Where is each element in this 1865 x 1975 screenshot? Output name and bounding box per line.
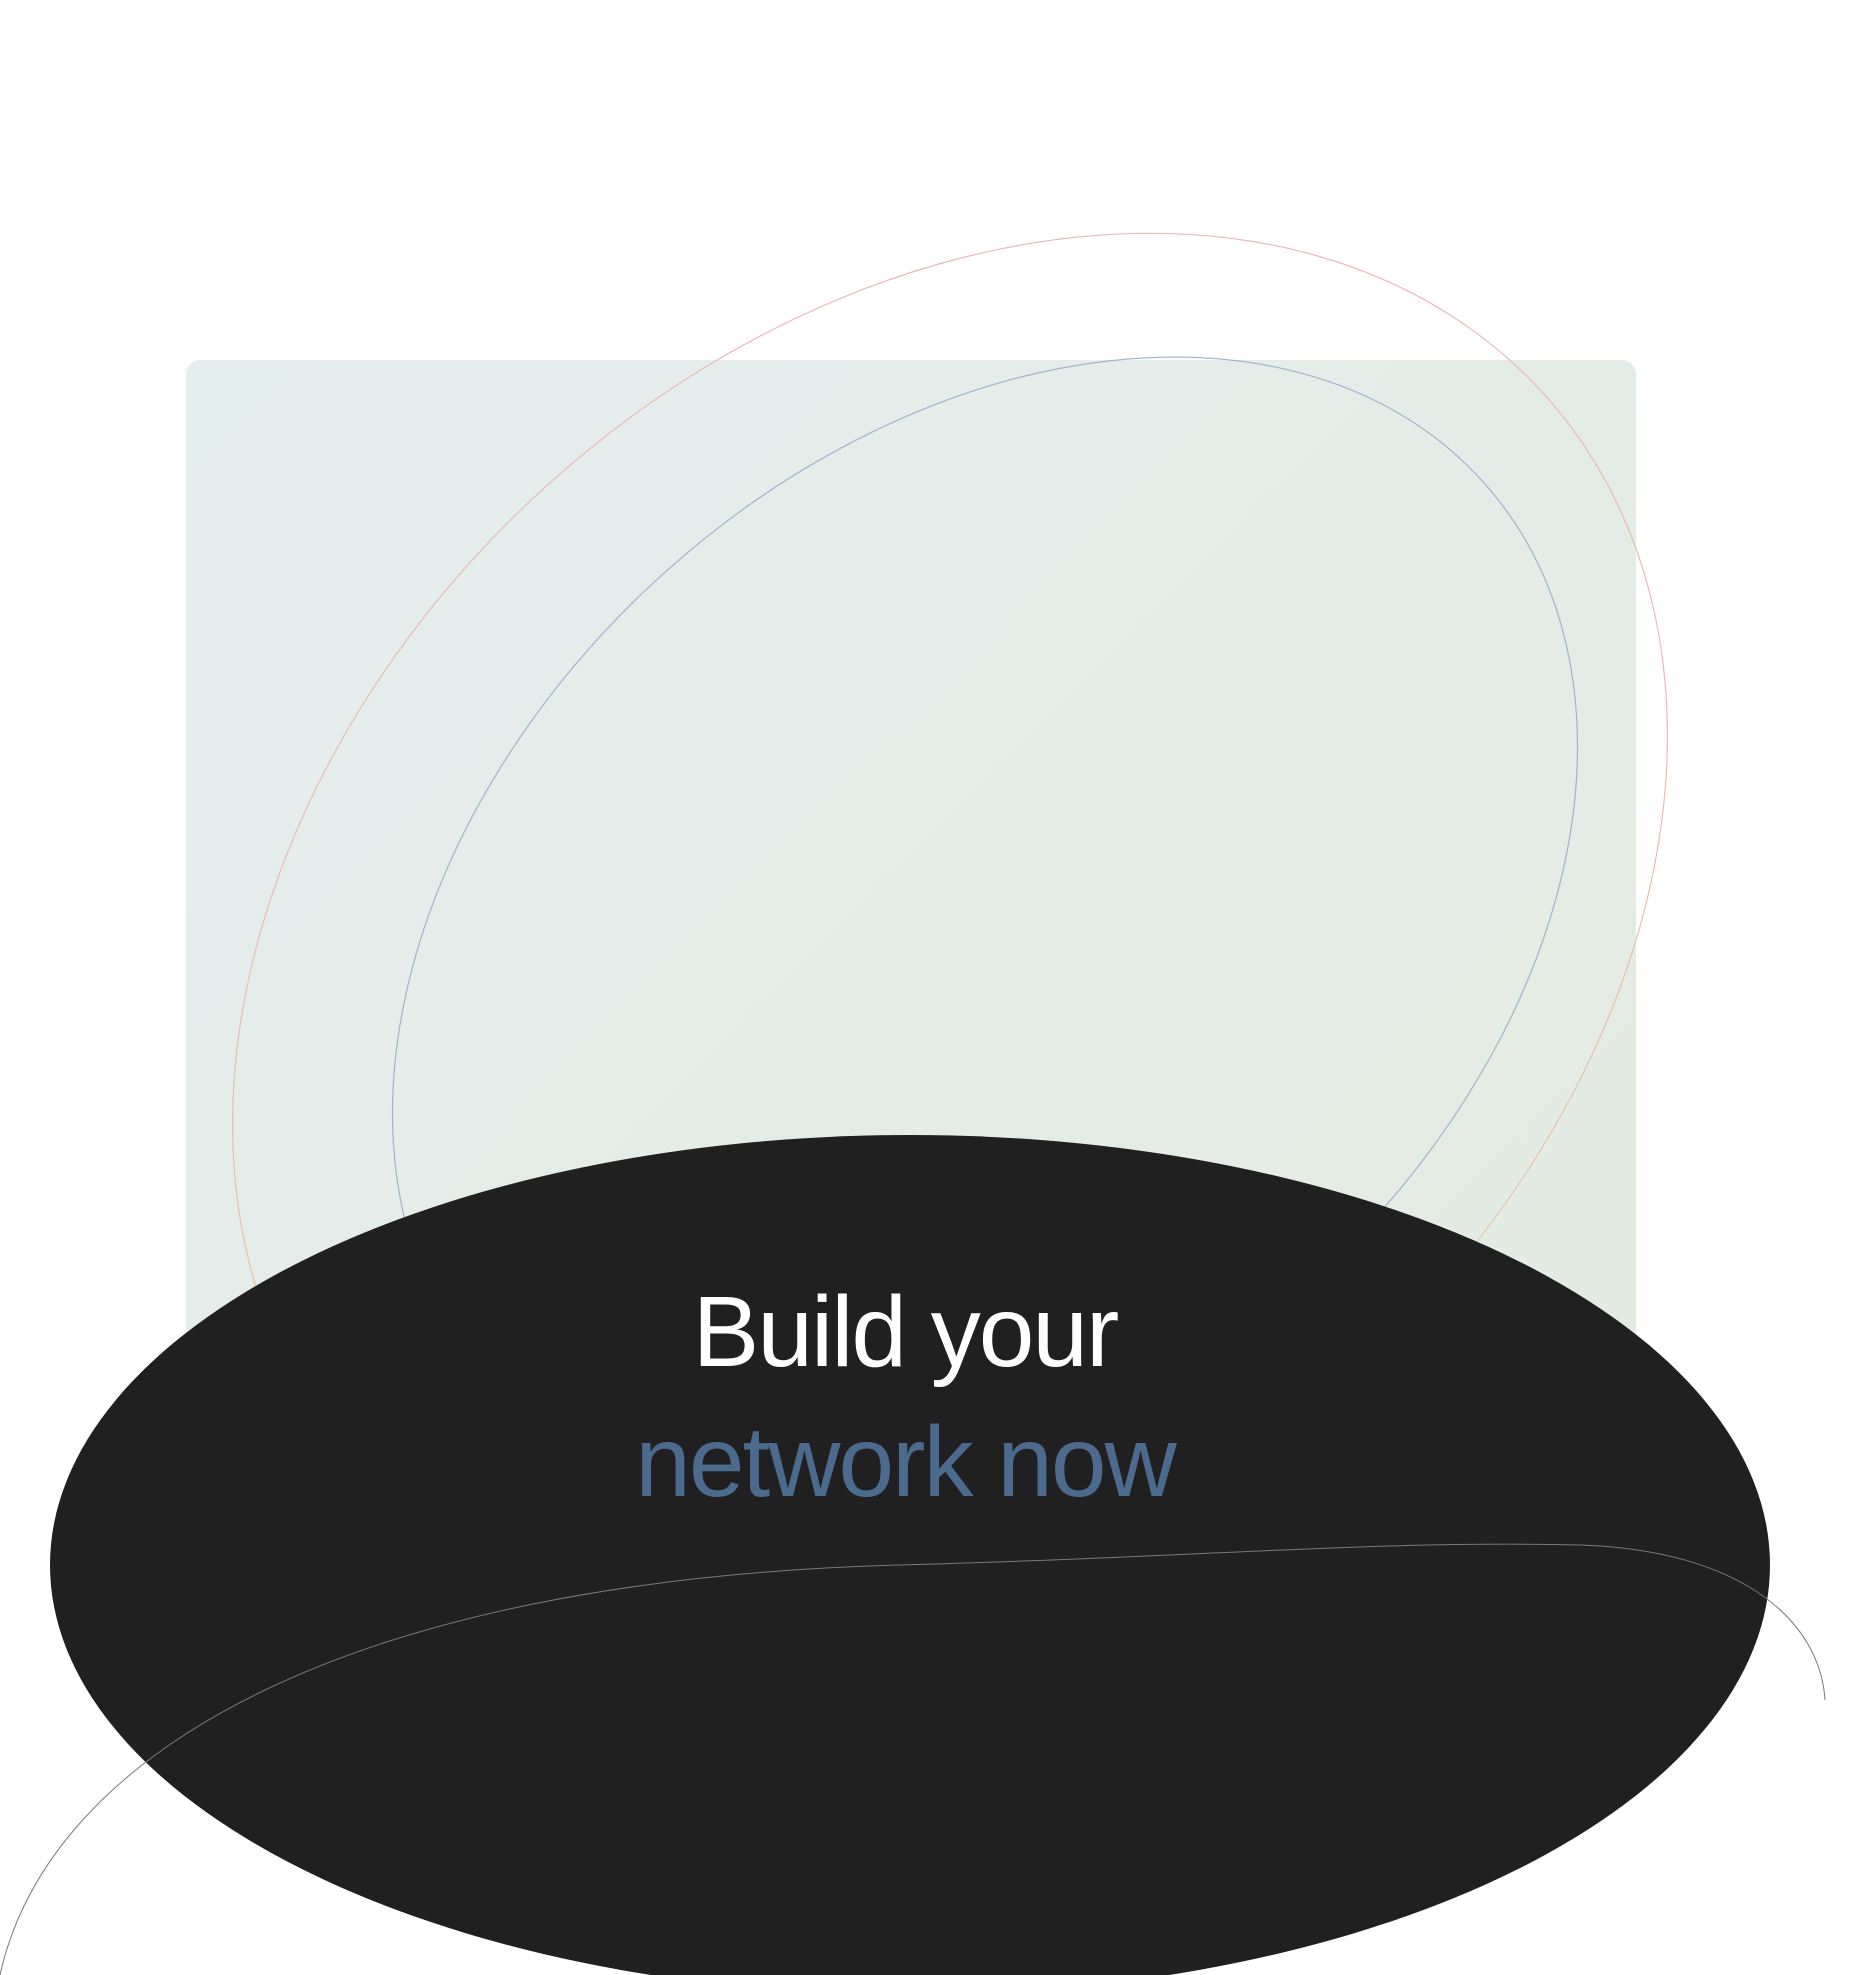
sweeping-curve bbox=[0, 1543, 1826, 1975]
headline-line-2: network now bbox=[635, 1406, 1176, 1518]
headline-line-1: Build your bbox=[692, 1276, 1120, 1388]
